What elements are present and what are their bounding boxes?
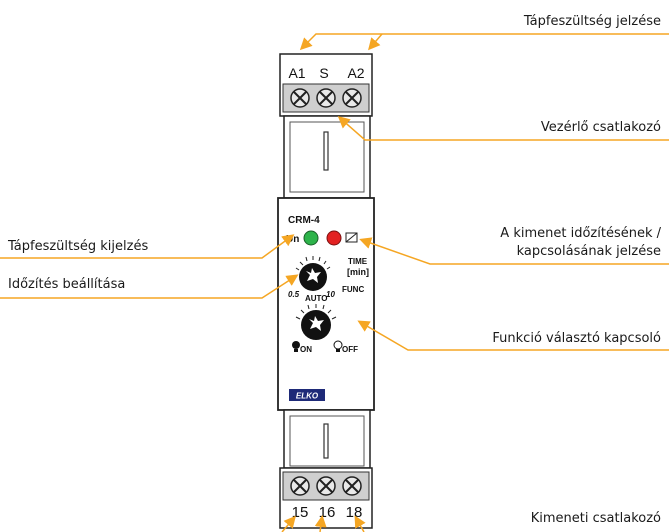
label-time-setting: Időzítés beállítása bbox=[8, 277, 126, 292]
screw-a2 bbox=[342, 88, 362, 108]
leader-supply-a2 bbox=[368, 33, 383, 51]
screw-s bbox=[316, 88, 336, 108]
label-output-terminal: Kimeneti csatlakozó bbox=[530, 511, 661, 526]
auto-label: AUTO bbox=[305, 294, 328, 303]
relay-icon bbox=[345, 232, 358, 243]
brand-logo-text: ELKO bbox=[296, 392, 319, 401]
label-function-switch: Funkció választó kapcsoló bbox=[492, 331, 661, 346]
bulb-off-icon bbox=[333, 340, 343, 352]
led-green bbox=[303, 230, 319, 246]
time-label: TIME bbox=[348, 257, 368, 266]
screw-18 bbox=[342, 476, 362, 496]
bulb-on-icon bbox=[292, 341, 300, 352]
label-control-terminal: Vezérlő csatlakozó bbox=[540, 120, 661, 135]
terminal-label-18: 18 bbox=[346, 504, 363, 521]
leader-supply-display bbox=[0, 234, 295, 259]
leader-output-timing bbox=[359, 237, 669, 265]
time-max-label: 10 bbox=[326, 290, 335, 299]
callout-lines bbox=[0, 33, 669, 532]
leader-output-16 bbox=[314, 515, 327, 532]
model-label: CRM-4 bbox=[288, 215, 320, 226]
device-body bbox=[277, 53, 375, 529]
led-red bbox=[326, 230, 342, 246]
leader-output-15 bbox=[281, 515, 296, 532]
leader-supply-a1 bbox=[299, 33, 669, 51]
leader-output-18 bbox=[354, 515, 366, 532]
time-unit-label: [min] bbox=[347, 267, 369, 277]
terminal-label-a2: A2 bbox=[347, 65, 364, 81]
off-label: OFF bbox=[342, 345, 358, 354]
label-supply-indication: Tápfeszültség jelzése bbox=[523, 14, 661, 29]
function-dial[interactable] bbox=[295, 304, 337, 340]
screw-15 bbox=[290, 476, 310, 496]
terminal-screws-bottom bbox=[290, 476, 362, 496]
terminal-screws-top bbox=[290, 88, 362, 108]
screw-16 bbox=[316, 476, 336, 496]
terminal-label-a1: A1 bbox=[288, 65, 305, 81]
screw-a1 bbox=[290, 88, 310, 108]
brand-logo bbox=[289, 389, 325, 401]
label-supply-display: Tápfeszültség kijelzés bbox=[8, 239, 149, 254]
terminal-label-s: S bbox=[319, 65, 328, 81]
label-output-timing-line2: kapcsolásának jelzése bbox=[516, 244, 661, 259]
label-output-timing-line1: A kimenet időzítésének / bbox=[500, 226, 661, 241]
func-label: FUNC bbox=[342, 285, 364, 294]
leader-time-setting bbox=[0, 274, 299, 299]
leader-function bbox=[357, 320, 669, 351]
time-min-label: 0.5 bbox=[288, 290, 300, 299]
on-label: ON bbox=[300, 345, 312, 354]
terminal-label-16: 16 bbox=[319, 504, 336, 521]
leader-control bbox=[337, 116, 669, 141]
time-dial[interactable] bbox=[295, 256, 331, 291]
